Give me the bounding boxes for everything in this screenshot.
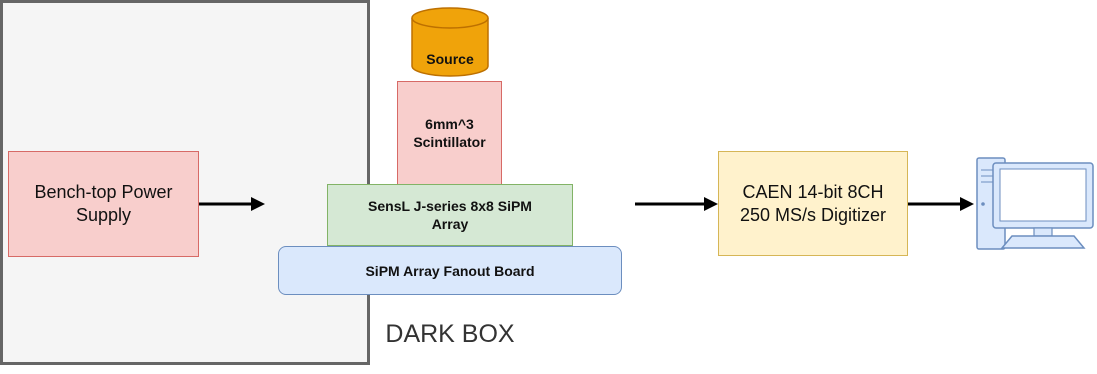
source-cylinder xyxy=(411,7,489,77)
sipm-array-box: SensL J-series 8x8 SiPM Array xyxy=(327,184,573,246)
scintillator-box: 6mm^3 Scintillator xyxy=(397,81,502,185)
power-supply-label: Bench-top Power Supply xyxy=(34,182,173,225)
source-label: Source xyxy=(426,51,474,67)
computer-icon xyxy=(976,157,1094,250)
digitizer-label: CAEN 14-bit 8CH 250 MS/s Digitizer xyxy=(739,181,887,225)
arrow-digitizer-to-computer xyxy=(908,197,974,211)
scintillator-label: 6mm^3 Scintillator xyxy=(413,116,486,150)
power-supply-box: Bench-top Power Supply xyxy=(8,151,199,257)
digitizer-box: CAEN 14-bit 8CH 250 MS/s Digitizer xyxy=(718,151,908,256)
dark-box-label: DARK BOX xyxy=(385,320,515,348)
fanout-board-label: SiPM Array Fanout Board xyxy=(365,262,535,279)
sipm-array-label: SensL J-series 8x8 SiPM Array xyxy=(368,198,532,232)
fanout-board-box: SiPM Array Fanout Board xyxy=(278,246,622,295)
arrow-power-to-darkbox xyxy=(199,197,265,211)
arrow-darkbox-to-digitizer xyxy=(635,197,718,211)
